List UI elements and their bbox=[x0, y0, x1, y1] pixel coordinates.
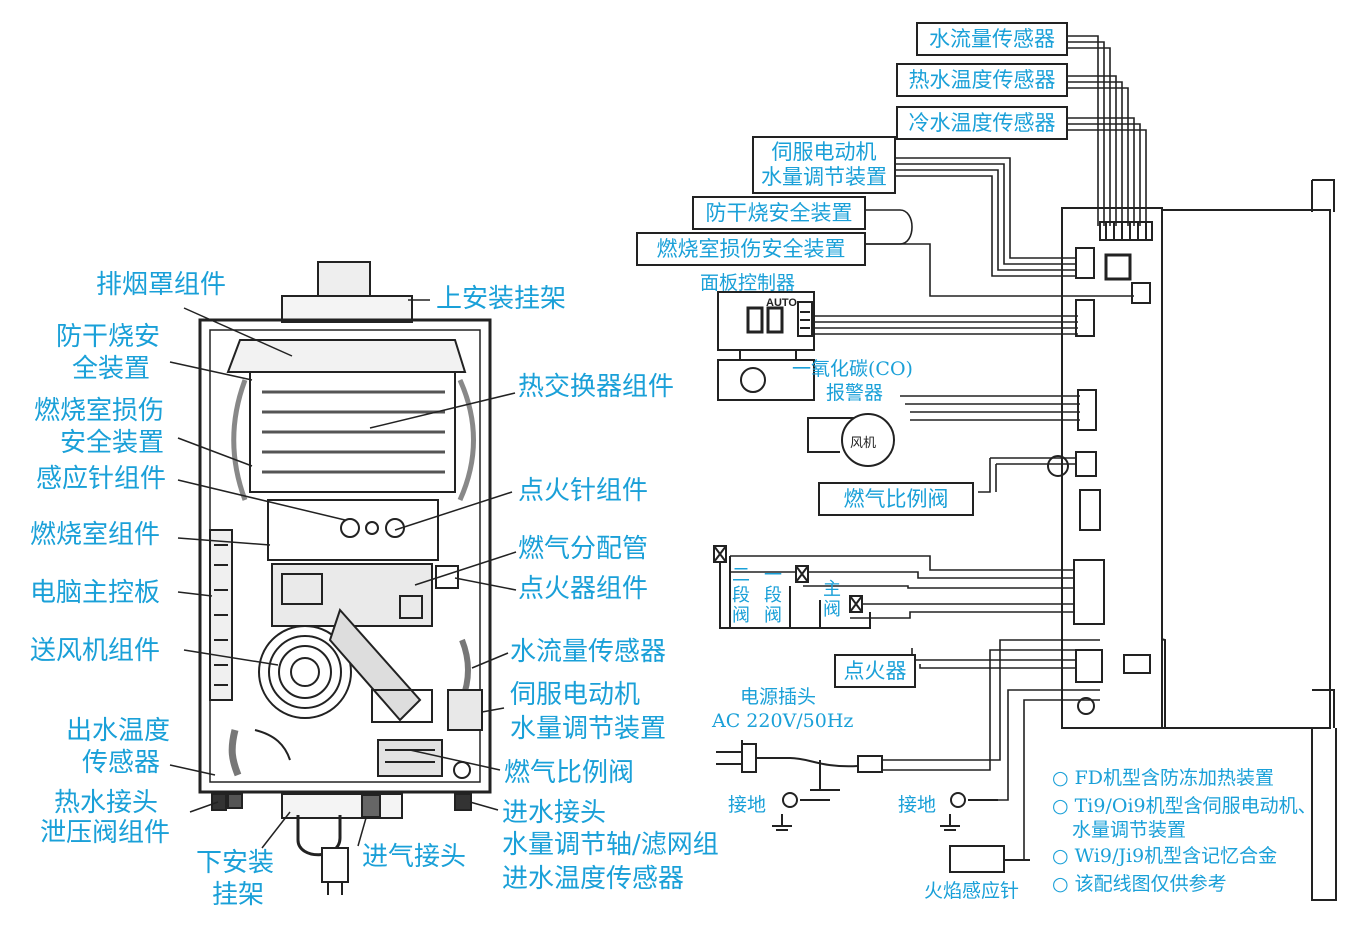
label-hot-water-joint: 热水接头 bbox=[54, 788, 159, 818]
label-blower: 送风机组件 bbox=[30, 636, 161, 666]
label-relief-valve: 泄压阀组件 bbox=[40, 818, 171, 848]
label-co-alarm-line2: 报警器 bbox=[826, 382, 884, 404]
hot-water-joint bbox=[211, 793, 227, 811]
label-lower-bracket-line2: 挂架 bbox=[212, 880, 265, 910]
box-gas-valve: 燃气比例阀 bbox=[818, 482, 974, 516]
combustion-chamber bbox=[267, 499, 439, 561]
wiring bbox=[730, 35, 1147, 861]
label-heat-exchanger: 热交换器组件 bbox=[518, 372, 675, 402]
leader-lines bbox=[169, 299, 517, 849]
label-valve-stage2: 二段阀 bbox=[732, 565, 750, 626]
note-1: ○ FD机型含防冻加热装置 bbox=[1052, 767, 1275, 789]
label-water-adjust: 水量调节轴/滤网组 bbox=[502, 830, 719, 860]
heater-unit bbox=[198, 261, 492, 895]
label-exhaust-hood: 排烟罩组件 bbox=[96, 270, 227, 300]
power-plug bbox=[716, 740, 883, 831]
label-inlet-temp: 进水温度传感器 bbox=[502, 864, 685, 894]
label-main-board: 电脑主控板 bbox=[30, 578, 161, 608]
label-co-alarm-line1: 一氧化碳(CO) bbox=[792, 358, 913, 380]
water-inlet-joint bbox=[454, 793, 472, 811]
igniter-module bbox=[435, 565, 459, 589]
heater-plug bbox=[321, 847, 349, 883]
label-gas-inlet: 进气接头 bbox=[362, 842, 467, 872]
box-dry-fire: 防干烧安全装置 bbox=[692, 196, 866, 230]
label-panel-controller: 面板控制器 bbox=[700, 272, 796, 294]
note-3: ○ Wi9/Ji9机型含记忆合金 bbox=[1052, 845, 1278, 867]
label-servo-line2: 水量调节装置 bbox=[510, 714, 667, 744]
label-water-inlet: 进水接头 bbox=[502, 798, 607, 828]
panel-controller bbox=[717, 291, 815, 401]
label-valve-stage1: 一段阀 bbox=[764, 565, 782, 626]
label-ground-board: 接地 bbox=[898, 794, 937, 816]
box-igniter: 点火器 bbox=[834, 654, 916, 688]
flue-pipe bbox=[317, 261, 371, 301]
exhaust-hood bbox=[226, 339, 467, 373]
label-plug-line1: 电源插头 bbox=[740, 686, 817, 708]
label-servo-line1: 伺服电动机 bbox=[510, 680, 641, 710]
fan-unit bbox=[807, 413, 895, 467]
heater-case bbox=[198, 318, 492, 794]
label-dry-fire-line2: 全装置 bbox=[72, 354, 151, 384]
box-servo: 伺服电动机 水量调节装置 bbox=[752, 136, 896, 194]
gas-inlet-joint bbox=[361, 794, 381, 818]
upper-bracket bbox=[281, 295, 413, 323]
label-chamber-damage-line2: 安全装置 bbox=[60, 428, 165, 458]
board-ground bbox=[940, 792, 998, 831]
display-auto-label: AUTO bbox=[766, 297, 797, 309]
label-chamber-damage-line1: 燃烧室损伤 bbox=[34, 396, 165, 426]
box-chamber-damage: 燃烧室损伤安全装置 bbox=[636, 232, 866, 266]
label-dry-fire-line1: 防干烧安 bbox=[56, 322, 161, 352]
note-2: ○ Ti9/Oi9机型含伺服电动机、 bbox=[1052, 795, 1317, 817]
label-valve-main: 主阀 bbox=[823, 579, 841, 620]
label-outlet-temp-line1: 出水温度 bbox=[66, 716, 171, 746]
label-igniter: 点火器组件 bbox=[518, 574, 649, 604]
label-lower-bracket-line1: 下安装 bbox=[196, 848, 275, 878]
label-upper-bracket: 上安装挂架 bbox=[436, 284, 567, 314]
note-4: ○ 该配线图仅供参考 bbox=[1052, 873, 1227, 895]
heater-power-cord bbox=[296, 815, 342, 857]
label-gas-proportional: 燃气比例阀 bbox=[504, 758, 635, 788]
gas-proportional-valve bbox=[377, 739, 443, 777]
box-servo-line1: 伺服电动机 bbox=[771, 140, 877, 164]
box-hot-temp-sensor: 热水温度传感器 bbox=[896, 63, 1068, 97]
box-flow-sensor: 水流量传感器 bbox=[916, 22, 1068, 56]
valves bbox=[713, 545, 871, 629]
box-servo-line2: 水量调节装置 bbox=[761, 165, 887, 189]
label-ignition-pin: 点火针组件 bbox=[518, 476, 649, 506]
label-plug-line2: AC 220V/50Hz bbox=[712, 710, 854, 732]
lower-bracket bbox=[281, 793, 403, 819]
label-flow-sensor: 水流量传感器 bbox=[510, 637, 667, 667]
label-ground-plug: 接地 bbox=[728, 794, 767, 816]
label-combustion-chamber: 燃烧室组件 bbox=[30, 520, 161, 550]
heat-exchanger bbox=[249, 371, 456, 493]
flame-sensor bbox=[949, 845, 1030, 873]
label-gas-manifold: 燃气分配管 bbox=[518, 534, 649, 564]
label-sensing-pin: 感应针组件 bbox=[36, 464, 167, 494]
label-fan: 风机 bbox=[850, 436, 877, 451]
label-flame-sensor: 火焰感应针 bbox=[924, 880, 1020, 902]
label-outlet-temp-line2: 传感器 bbox=[82, 748, 161, 778]
control-board bbox=[1047, 207, 1163, 729]
servo-valve bbox=[447, 689, 483, 731]
note-2b: 水量调节装置 bbox=[1072, 819, 1187, 841]
box-cold-temp-sensor: 冷水温度传感器 bbox=[896, 106, 1068, 140]
blower-fan bbox=[258, 625, 352, 719]
